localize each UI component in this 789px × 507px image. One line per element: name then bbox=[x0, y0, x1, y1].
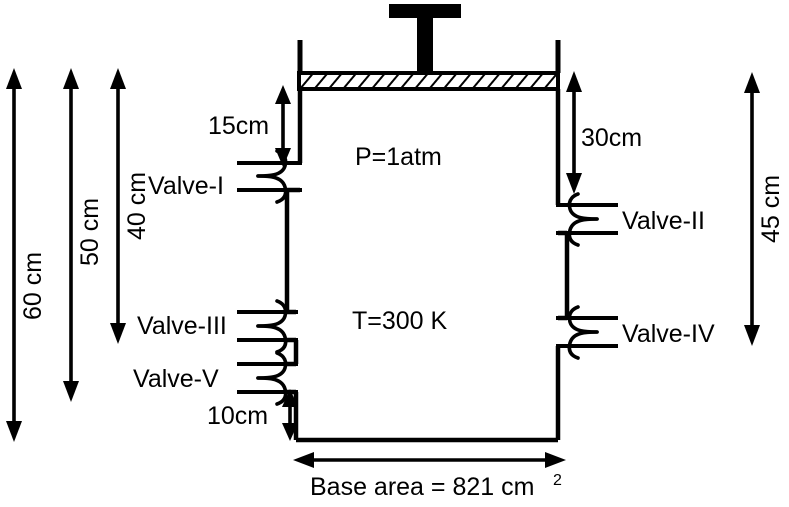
piston-handle-group bbox=[389, 4, 461, 74]
dim-50cm-label: 50 cm bbox=[76, 198, 104, 266]
dim-40cm-arrow bbox=[110, 68, 126, 344]
valve-4-lower-curve bbox=[567, 330, 599, 360]
piston-plate-outline bbox=[297, 71, 560, 91]
vessel-walls-group bbox=[284, 40, 570, 443]
valve-1-label: Valve-I bbox=[148, 172, 224, 200]
dim-10cm-arrowhead-top bbox=[282, 389, 298, 407]
dim-45cm-label: 45 cm bbox=[757, 175, 785, 243]
dim-10cm-label: 10cm bbox=[207, 402, 268, 430]
valve-3-ports bbox=[237, 310, 298, 342]
dim-15cm-arrowhead-top bbox=[275, 85, 291, 104]
right-wall-segments bbox=[555, 89, 570, 440]
piston-rod bbox=[417, 14, 433, 74]
valve-2-label: Valve-II bbox=[622, 207, 705, 235]
dim-50cm-arrow bbox=[63, 68, 79, 402]
valve-1-symbol[interactable] bbox=[237, 149, 302, 204]
left-wall-segments bbox=[284, 89, 303, 440]
piston-handle-bar bbox=[389, 4, 461, 18]
dim-60cm-arrow bbox=[6, 68, 22, 442]
valve-3-symbol[interactable] bbox=[237, 299, 298, 354]
dim-45cm-arrowhead-top bbox=[744, 72, 760, 93]
dim-10cm-arrowhead-bottom bbox=[282, 423, 298, 441]
dim-50cm-arrowhead-top bbox=[63, 68, 79, 89]
dim-60cm-arrowhead-top bbox=[6, 68, 22, 89]
dim-40cm-label: 40 cm bbox=[123, 172, 151, 240]
dim-40cm-arrowhead-bottom bbox=[110, 323, 126, 344]
valve-2-ports bbox=[556, 203, 618, 235]
dim-15cm-arrow bbox=[275, 85, 291, 167]
valve-3-lower-curve bbox=[256, 324, 288, 354]
valve-5-label: Valve-V bbox=[133, 365, 219, 393]
base-area-label: Base area = 821 cm bbox=[310, 473, 534, 501]
dim-30cm-arrow bbox=[566, 71, 582, 194]
dim-60cm-label: 60 cm bbox=[19, 252, 47, 320]
dim-45cm-arrowhead-bottom bbox=[744, 325, 760, 346]
valve-4-ports bbox=[556, 316, 618, 348]
valve-2-symbol[interactable] bbox=[556, 192, 618, 247]
valve-5-ports bbox=[237, 362, 298, 394]
dim-45cm-arrow bbox=[744, 72, 760, 346]
dim-15cm-label: 15cm bbox=[208, 112, 269, 140]
valve-2-lower-curve bbox=[567, 217, 599, 247]
base-area-label-group: Base area = 821 cm 2 bbox=[310, 472, 562, 501]
valve-4-label: Valve-IV bbox=[622, 320, 715, 348]
valve-1-ports bbox=[237, 161, 302, 192]
dim-10cm-arrow bbox=[282, 389, 298, 441]
dim-50cm-arrowhead-bottom bbox=[63, 381, 79, 402]
piston-plate-group bbox=[297, 71, 560, 91]
base-width-arrow bbox=[293, 452, 566, 468]
base-area-exponent: 2 bbox=[553, 472, 562, 489]
dim-30cm-arrowhead-top bbox=[566, 71, 582, 92]
valve-5-symbol[interactable] bbox=[237, 351, 298, 406]
valve-3-label: Valve-III bbox=[137, 312, 227, 340]
pressure-label: P=1atm bbox=[355, 143, 442, 171]
valve-4-symbol[interactable] bbox=[556, 305, 618, 360]
valve-5-lower-curve bbox=[256, 376, 288, 406]
dim-30cm-label: 30cm bbox=[581, 124, 642, 152]
dim-30cm-arrowhead-bottom bbox=[566, 173, 582, 194]
dim-60cm-arrowhead-bottom bbox=[6, 421, 22, 442]
piston-plate-hatch bbox=[299, 73, 558, 89]
dim-40cm-arrowhead-top bbox=[110, 68, 126, 89]
temperature-label: T=300 K bbox=[352, 307, 448, 335]
base-width-arrowhead-right bbox=[545, 452, 566, 468]
dim-15cm-arrowhead-bottom bbox=[275, 148, 291, 167]
valve-1-lower-curve bbox=[256, 174, 288, 204]
base-width-arrowhead-left bbox=[293, 452, 314, 468]
